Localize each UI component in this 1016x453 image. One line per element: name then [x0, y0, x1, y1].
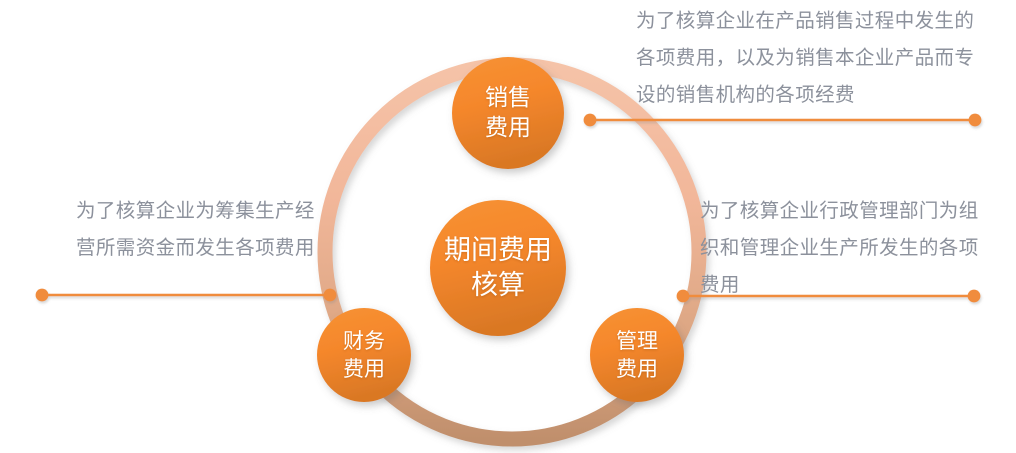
description-admin-expense: 为了核算企业行政管理部门为组织和管理企业生产所发生的各项费用	[700, 199, 979, 296]
description-sales-expense: 为了核算企业在产品销售过程中发生的各项费用，以及为销售本企业产品而专设的销售机构…	[636, 9, 975, 106]
node-circle-center[interactable]	[430, 200, 566, 336]
connector-admin	[676, 289, 981, 303]
node-circle-admin[interactable]	[590, 308, 684, 402]
description-financial-expense: 为了核算企业为筹集生产经营所需资金而发生各项费用	[76, 199, 315, 259]
connector-financial	[35, 288, 337, 302]
node-circle-financial[interactable]	[317, 308, 411, 402]
connector-sales	[583, 113, 982, 127]
node-circle-sales[interactable]	[452, 57, 564, 169]
